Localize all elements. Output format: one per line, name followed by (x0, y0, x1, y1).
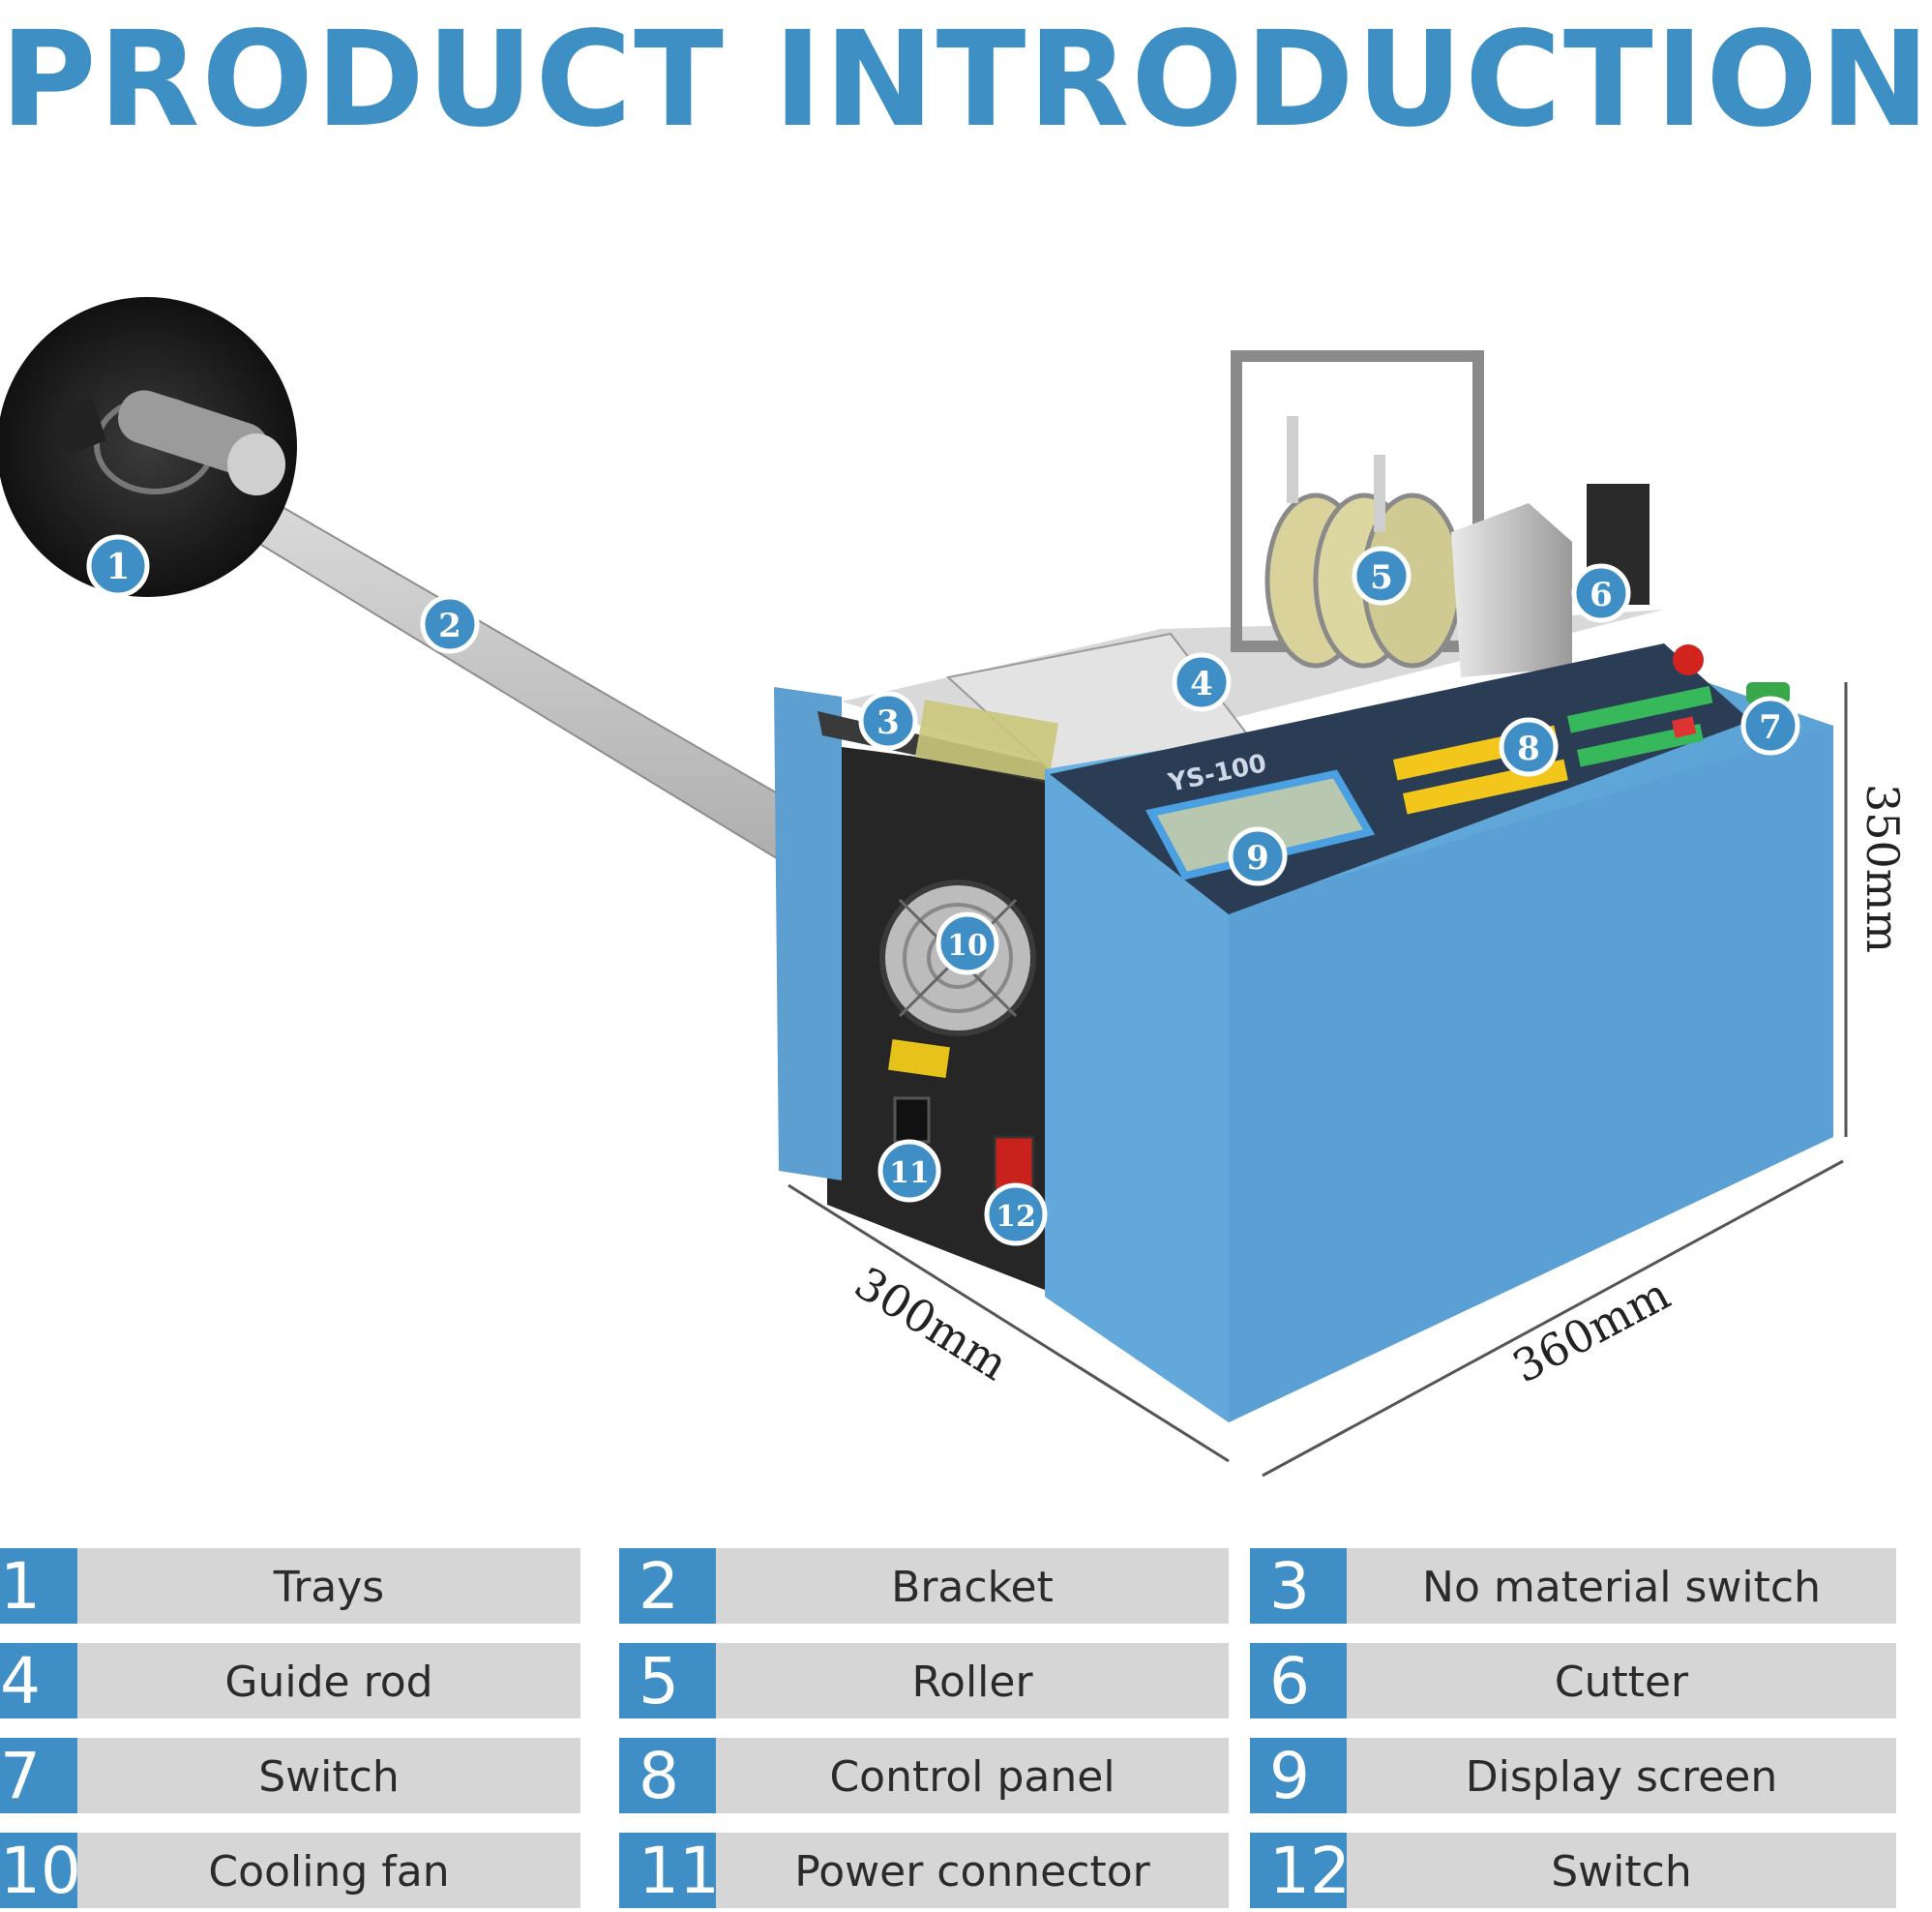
legend-row: 7 Switch 8 Control panel 9 Display scree… (0, 1738, 1896, 1813)
callout-11: 11 (877, 1139, 941, 1203)
svg-text:2: 2 (438, 607, 461, 645)
legend-label: Switch (77, 1738, 580, 1813)
legend-number: 10 (0, 1833, 81, 1908)
legend-row: 1 Trays 2 Bracket 3 No material switch (0, 1548, 1896, 1624)
legend-row: 4 Guide rod 5 Roller 6 Cutter (0, 1643, 1896, 1718)
legend-number: 7 (0, 1738, 77, 1813)
legend-item: 8 Control panel (619, 1738, 1229, 1813)
legend-label: Guide rod (77, 1643, 580, 1718)
page-title: PRODUCT INTRODUCTION (0, 4, 1932, 157)
legend-number: 1 (0, 1548, 77, 1624)
legend-label: Cooling fan (77, 1833, 580, 1908)
legend-row: 10 Cooling fan 11 Power connector 12 Swi… (0, 1833, 1896, 1908)
callout-6: 6 (1571, 563, 1631, 623)
legend-item: 7 Switch (0, 1738, 600, 1813)
svg-text:9: 9 (1246, 839, 1269, 878)
legend-item: 1 Trays (0, 1548, 600, 1624)
legend-label: Trays (77, 1548, 580, 1624)
svg-text:12: 12 (996, 1200, 1036, 1234)
svg-text:10: 10 (947, 929, 988, 963)
legend-number: 5 (619, 1643, 716, 1718)
legend-item: 11 Power connector (619, 1833, 1229, 1908)
legend-item: 3 No material switch (1250, 1548, 1896, 1624)
legend-number: 12 (1250, 1833, 1351, 1908)
cooling-fan (879, 880, 1036, 1036)
machine-illustration: YS-100 300mm 360mm 350mm 1 2 3 4 5 6 7 8… (0, 232, 1909, 1490)
callout-10: 10 (936, 911, 999, 975)
callout-2: 2 (420, 594, 480, 654)
svg-text:11: 11 (889, 1156, 930, 1190)
dimension-depth: 300mm (846, 1257, 1017, 1391)
svg-text:7: 7 (1759, 708, 1782, 747)
legend-item: 6 Cutter (1250, 1643, 1896, 1718)
dimension-height: 350mm (1857, 784, 1909, 953)
svg-text:3: 3 (877, 703, 900, 742)
callout-1: 1 (86, 534, 150, 598)
legend-label: Bracket (716, 1548, 1229, 1624)
legend-number: 2 (619, 1548, 716, 1624)
tray-disc (0, 297, 297, 597)
svg-text:8: 8 (1517, 730, 1540, 768)
dimension-lines (788, 682, 1848, 1478)
callout-12: 12 (984, 1182, 1048, 1246)
legend-number: 6 (1250, 1643, 1347, 1718)
legend-item: 4 Guide rod (0, 1643, 600, 1718)
legend-label: Roller (716, 1643, 1229, 1718)
svg-text:6: 6 (1590, 576, 1613, 614)
legend-item: 2 Bracket (619, 1548, 1229, 1624)
callout-9: 9 (1228, 826, 1288, 886)
display-screen (1144, 769, 1376, 881)
legend-item: 10 Cooling fan (0, 1833, 600, 1908)
callout-4: 4 (1172, 652, 1232, 712)
legend-number: 9 (1250, 1738, 1347, 1813)
legend-item: 5 Roller (619, 1643, 1229, 1718)
svg-text:1: 1 (105, 547, 130, 587)
legend-item: 9 Display screen (1250, 1738, 1896, 1813)
legend-number: 3 (1250, 1548, 1347, 1624)
legend-label: No material switch (1347, 1548, 1896, 1624)
legend-number: 8 (619, 1738, 716, 1813)
legend-label: Cutter (1347, 1643, 1896, 1718)
legend-item: 12 Switch (1250, 1833, 1896, 1908)
legend-table: 1 Trays 2 Bracket 3 No material switch 4… (0, 1548, 1896, 1908)
svg-text:5: 5 (1370, 558, 1393, 597)
legend-label: Control panel (716, 1738, 1229, 1813)
callout-5: 5 (1352, 546, 1412, 606)
legend-label: Power connector (716, 1833, 1229, 1908)
legend-number: 11 (619, 1833, 720, 1908)
svg-text:4: 4 (1190, 665, 1213, 703)
legend-label: Display screen (1347, 1738, 1896, 1813)
legend-label: Switch (1347, 1833, 1896, 1908)
legend-number: 4 (0, 1643, 77, 1718)
callout-8: 8 (1499, 717, 1559, 777)
callout-3: 3 (858, 691, 918, 751)
callout-7: 7 (1740, 696, 1800, 756)
